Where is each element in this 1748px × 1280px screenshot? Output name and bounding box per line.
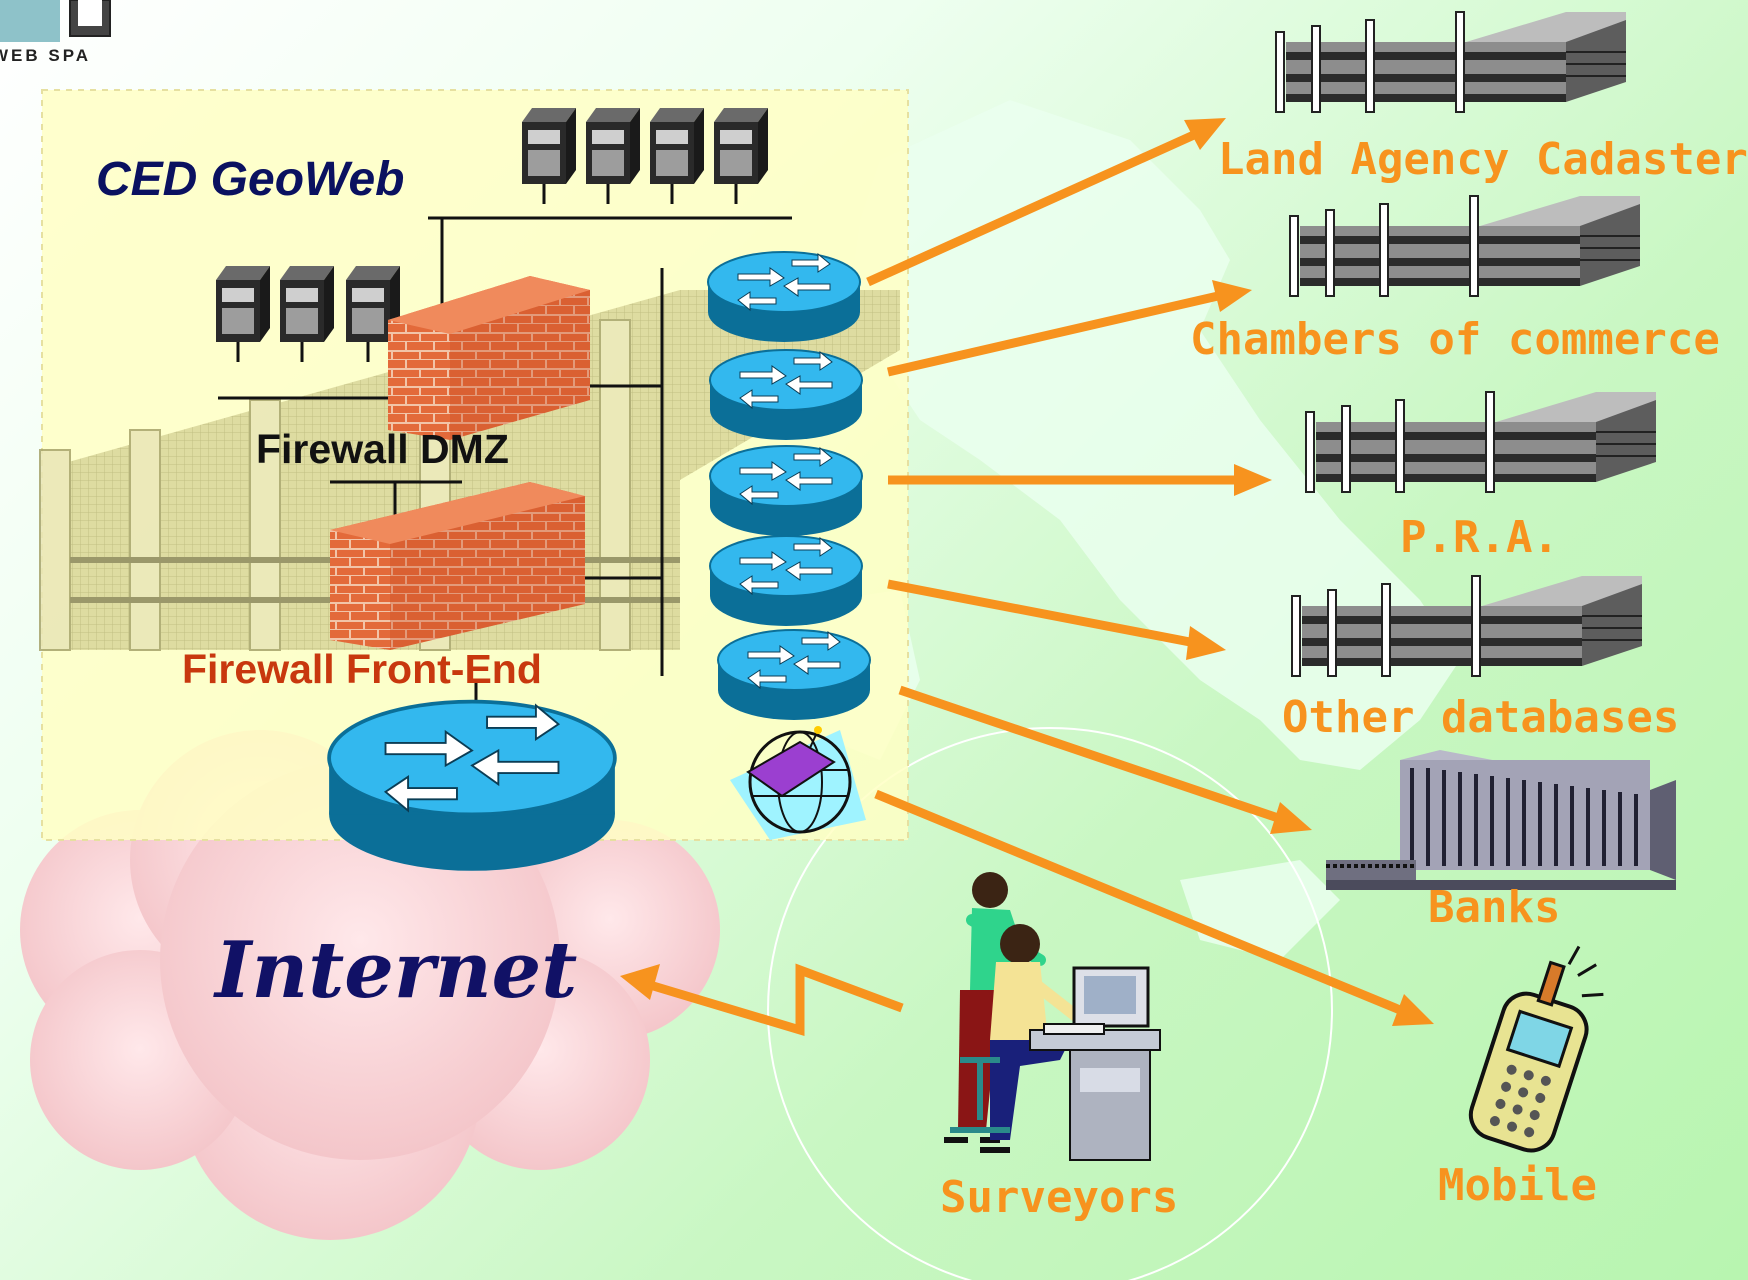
internet-cloud <box>20 700 720 1240</box>
router-icon-1 <box>707 251 861 343</box>
other-databases-label: Other databases <box>1282 692 1680 743</box>
pra-label: P.R.A. <box>1400 512 1559 563</box>
globe-modem-icon <box>730 726 866 840</box>
land-agency-building-icon <box>1275 11 1627 113</box>
router-icon-5 <box>717 629 871 721</box>
router-icon-4 <box>709 535 863 627</box>
company-logo <box>0 0 111 42</box>
firewall-dmz-label: Firewall DMZ <box>256 426 509 472</box>
surveyors-label: Surveyors <box>940 1172 1179 1223</box>
land-agency-label: Land Agency Cadaster <box>1218 134 1748 185</box>
internet-router-icon <box>327 699 617 873</box>
logo-text: WEB SPA <box>0 46 92 65</box>
banks-label: Banks <box>1428 882 1561 933</box>
mobile-label: Mobile <box>1438 1160 1597 1211</box>
firewall-frontend-label: Firewall Front-End <box>182 646 542 692</box>
router-icon-2 <box>709 349 863 441</box>
router-icon-3 <box>709 445 863 537</box>
firewall-frontend-icon <box>330 482 585 650</box>
internet-label: Internet <box>215 925 578 1016</box>
firewall-dmz-icon <box>388 276 590 440</box>
mobile-phone-icon <box>1468 945 1604 1153</box>
surveyors-illustration-icon <box>944 872 1161 1161</box>
surveyors-circle <box>767 727 1333 1280</box>
italy-map-shape <box>850 100 1460 770</box>
bank-building-icon <box>1326 750 1676 890</box>
ced-title: CED GeoWeb <box>96 153 405 206</box>
chambers-building-icon <box>1289 195 1641 297</box>
pra-building-icon <box>1305 391 1657 493</box>
chambers-label: Chambers of commerce <box>1190 314 1720 365</box>
sicily-shape <box>1180 860 1340 960</box>
connection-arrows <box>620 118 1434 1037</box>
